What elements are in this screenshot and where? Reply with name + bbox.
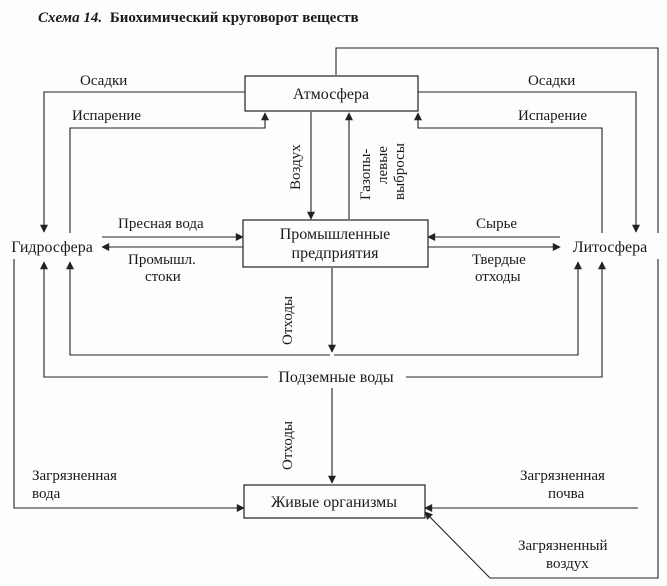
label-waste-lower: Отходы <box>280 421 296 470</box>
node-organisms-label: Живые организмы <box>271 494 397 511</box>
label-air: Воздух <box>288 144 304 190</box>
node-lithosphere: Литосфера <box>573 239 647 256</box>
arrow-waste-to-lithosphere <box>334 261 582 356</box>
node-industry: Промышленные предприятия <box>242 219 429 268</box>
label-gas-emissions-line2: левые <box>375 146 391 184</box>
arrow-precipitation-right <box>418 91 640 233</box>
arrow-waste-to-hydrosphere <box>66 261 330 356</box>
label-solid-waste-line1: Твердые <box>472 252 526 268</box>
label-gas-emissions-line3: выбросы <box>392 143 408 200</box>
node-industry-label-line2: предприятия <box>292 245 380 262</box>
node-industry-label-line1: Промышленные <box>280 226 391 243</box>
arrow-evaporation-left <box>69 112 269 234</box>
label-solid-waste-line2: отходы <box>475 269 521 285</box>
arrow-precipitation-left <box>40 91 245 233</box>
label-raw-materials: Сырье <box>476 216 517 232</box>
label-precipitation-left: Осадки <box>80 73 127 89</box>
arrow-evaporation-right <box>414 112 603 234</box>
label-polluted-soil-line1: Загрязненная <box>520 468 605 484</box>
label-polluted-soil-line2: почва <box>548 486 585 502</box>
node-hydrosphere: Гидросфера <box>11 239 93 256</box>
label-precipitation-right: Осадки <box>528 73 575 89</box>
node-organisms: Живые организмы <box>243 484 426 519</box>
label-industrial-wastewater-line1: Промышл. <box>128 252 196 268</box>
diagram-title-prefix: Схема 14. <box>38 10 102 26</box>
label-polluted-water-line2: вода <box>32 486 61 502</box>
label-evaporation-left: Испарение <box>72 108 141 124</box>
node-lithosphere-backdrop <box>561 233 659 259</box>
node-groundwater: Подземные воды <box>278 369 394 386</box>
node-groundwater-backdrop <box>268 366 406 388</box>
label-evaporation-right: Испарение <box>518 108 587 124</box>
arrow-polluted-water <box>13 240 245 512</box>
arrow-polluted-air <box>335 47 659 579</box>
arrow-groundwater-to-lithosphere <box>404 261 606 378</box>
node-atmosphere: Атмосфера <box>244 75 419 112</box>
arrow-groundwater-to-hydrosphere <box>40 261 272 378</box>
label-industrial-wastewater-line2: стоки <box>145 269 181 285</box>
diagram-title-text: Биохимический круговорот веществ <box>110 10 359 26</box>
node-atmosphere-label: Атмосфера <box>293 86 369 103</box>
label-polluted-air-line1: Загрязненный <box>518 538 608 554</box>
label-polluted-air-line2: воздух <box>546 556 589 572</box>
diagram-title: Схема 14. Биохимический круговорот вещес… <box>38 10 359 26</box>
label-waste-upper: Отходы <box>280 296 296 345</box>
label-fresh-water: Пресная вода <box>118 216 204 232</box>
label-gas-emissions-line1: Газопы- <box>358 149 374 200</box>
node-hydrosphere-backdrop <box>4 233 102 259</box>
label-polluted-water-line1: Загрязненная <box>32 468 117 484</box>
